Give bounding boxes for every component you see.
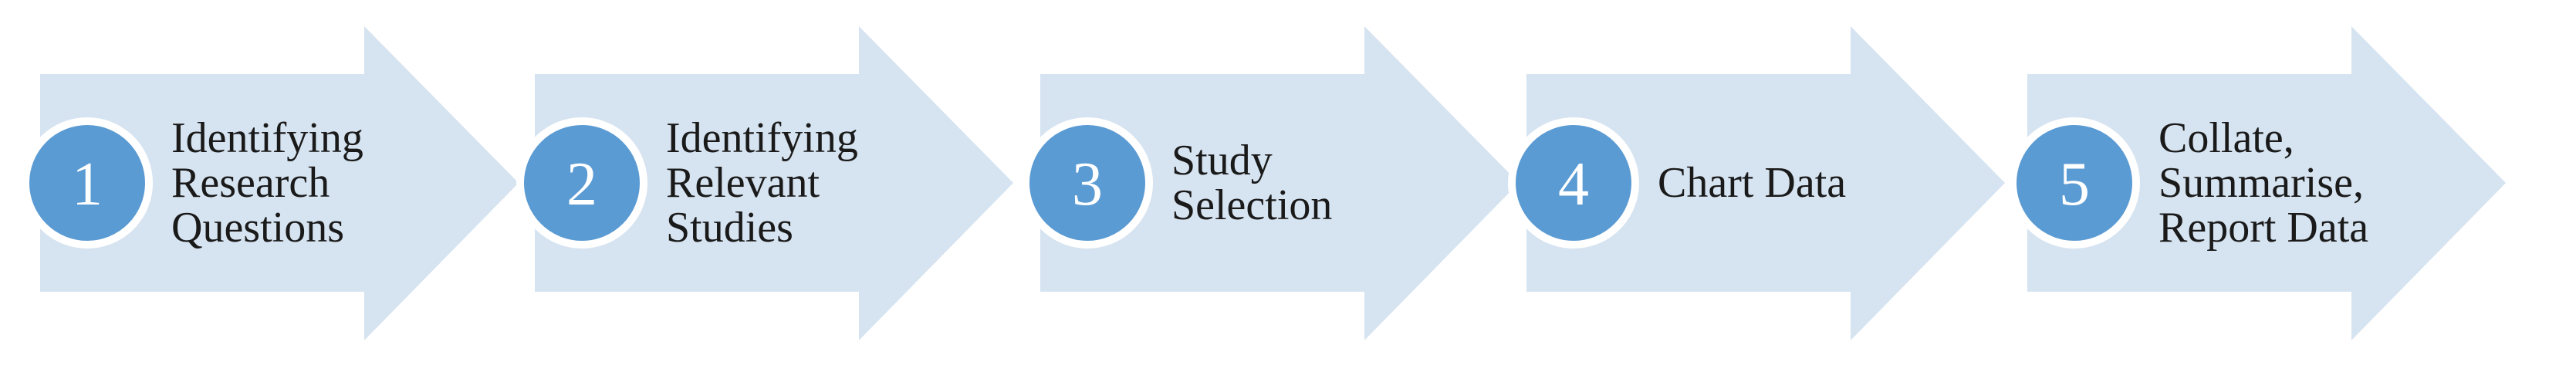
step-1-number: 1 bbox=[72, 150, 103, 218]
step-3-number: 3 bbox=[1072, 150, 1103, 218]
step-1-label: Identifying Research Questions bbox=[171, 114, 363, 252]
step-1-circle bbox=[22, 117, 153, 249]
step-2-label-box: Identifying Relevant Studies bbox=[666, 83, 928, 283]
step-2-arrow bbox=[535, 26, 1013, 340]
step-1-arrow bbox=[40, 26, 519, 340]
step-3: 3 bbox=[1022, 26, 1519, 340]
step-5-circle bbox=[2009, 117, 2140, 249]
step-1-label-box: Identifying Research Questions bbox=[171, 83, 434, 283]
step-2: 2 bbox=[516, 26, 1013, 340]
step-3-label-box: Study Selection bbox=[1171, 83, 1434, 283]
step-2-label: Identifying Relevant Studies bbox=[666, 114, 858, 252]
step-1: 1 bbox=[22, 26, 519, 340]
step-3-circle bbox=[1022, 117, 1153, 249]
step-3-label: Study Selection bbox=[1171, 137, 1333, 229]
step-4: 4 bbox=[1508, 26, 2005, 340]
step-5-label: Collate, Summarise, Report Data bbox=[2158, 114, 2369, 252]
step-4-circle bbox=[1508, 117, 1639, 249]
step-2-circle bbox=[516, 117, 647, 249]
step-4-label: Chart Data bbox=[1658, 159, 1847, 207]
step-4-arrow bbox=[1526, 26, 2005, 340]
step-4-label-box: Chart Data bbox=[1658, 83, 1920, 283]
step-2-number: 2 bbox=[566, 150, 597, 218]
step-5-arrow bbox=[2027, 26, 2506, 340]
step-4-number: 4 bbox=[1558, 150, 1589, 218]
step-3-arrow bbox=[1040, 26, 1519, 340]
step-5-label-box: Collate, Summarise, Report Data bbox=[2158, 83, 2421, 283]
step-5-number: 5 bbox=[2059, 150, 2090, 218]
step-5: 5 bbox=[2009, 26, 2506, 340]
